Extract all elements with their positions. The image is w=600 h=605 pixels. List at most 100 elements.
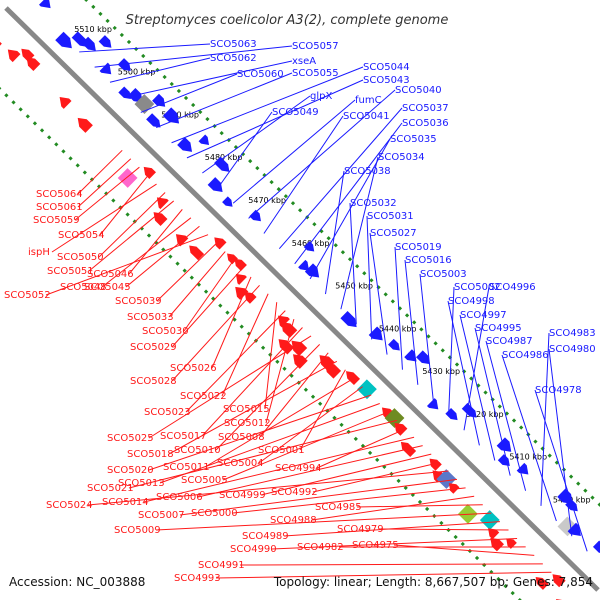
tick-label: 5440 kbp	[379, 324, 417, 333]
reverse-gene-label: SCO5064	[36, 189, 83, 200]
reverse-gene-label: SCO5025	[107, 433, 154, 444]
forward-gene-label: SCO5019	[395, 242, 442, 253]
forward-gene-label: SCO4980	[549, 344, 596, 355]
reverse-gene-label: SCO5029	[130, 342, 177, 353]
forward-gene-arrow	[99, 35, 112, 48]
forward-gene-label: SCO5060	[237, 69, 284, 80]
forward-gene-arrow	[55, 32, 72, 49]
forward-gene-label: SCO5035	[390, 134, 437, 145]
reverse-gene-arrow	[154, 212, 168, 226]
reverse-gene-label: SCO5009	[114, 525, 161, 536]
reverse-gene-label: SCO4990	[230, 544, 277, 555]
reverse-gene-label: SCO5046	[87, 269, 134, 280]
forward-leader-line	[420, 274, 433, 400]
forward-gene-label: SCO4995	[475, 323, 522, 334]
forward-leader-line	[79, 44, 210, 52]
reverse-gene-label: SCO4988	[270, 515, 317, 526]
tick-label: 5430 kbp	[422, 367, 460, 376]
forward-gene-label: SCO4983	[549, 328, 596, 339]
forward-gene-arrow	[222, 196, 232, 206]
reverse-leader-line	[317, 429, 405, 468]
forward-gene-label: SCO5016	[405, 255, 452, 266]
reverse-gene-label: SCO5061	[36, 202, 83, 213]
forward-leader-line	[141, 74, 237, 112]
reverse-gene-label: SCO5052	[4, 290, 51, 301]
reverse-gene-label: SCO5020	[107, 465, 154, 476]
reverse-leader-line	[212, 277, 251, 368]
reverse-leader-line	[222, 294, 268, 396]
reverse-gene-label: SCO5000	[191, 508, 238, 519]
tick-label: 5410 kbp	[509, 453, 547, 462]
reverse-gene-label: SCO5030	[142, 326, 189, 337]
forward-gene-label: SCO4998	[448, 296, 495, 307]
forward-leader-line	[502, 355, 556, 521]
forward-gene-label: xseA	[292, 56, 316, 67]
forward-leader-line	[295, 123, 402, 264]
forward-gene-arrow	[100, 63, 112, 75]
reverse-leader-line	[126, 226, 199, 287]
reverse-gene-arrow	[144, 167, 156, 179]
reverse-gene-label: SCO5045	[84, 282, 131, 293]
reverse-gene-arrow	[27, 57, 41, 71]
reverse-gene-label: SCO5024	[46, 500, 93, 511]
forward-gene-label: SCO5057	[292, 41, 339, 52]
reverse-gene-label: SCO4989	[242, 531, 289, 542]
reverse-gene-label: SCO5033	[127, 312, 174, 323]
reverse-gene-arrow	[0, 39, 2, 50]
forward-gene-label: SCO5003	[420, 269, 467, 280]
topology-text: Topology: linear; Length: 8,667,507 bp; …	[273, 575, 593, 589]
forward-gene-label: SCO4978	[535, 385, 582, 396]
reverse-gene-label: SCO4999	[219, 490, 266, 501]
reverse-gene-label: SCO5039	[115, 296, 162, 307]
reverse-leader-line	[300, 370, 345, 450]
reverse-gene-label: SCO5012	[224, 418, 271, 429]
reverse-gene-label: SCO5018	[127, 449, 174, 460]
reverse-gene-label: SCO5010	[174, 445, 221, 456]
forward-gene-arrow	[146, 113, 160, 127]
tick-label: 5470 kbp	[248, 196, 286, 205]
reverse-gene-label: SCO5005	[181, 475, 228, 486]
reverse-leader-line	[75, 167, 139, 220]
reverse-gene-arrow	[236, 274, 247, 285]
reverse-gene-label: SCO5028	[130, 376, 177, 387]
reverse-gene-label: SCO5017	[160, 431, 207, 442]
forward-leader-line	[350, 203, 356, 324]
forward-gene-arrow	[445, 408, 457, 420]
forward-gene-label: SCO5055	[292, 68, 339, 79]
forward-gene-label: SCO5032	[350, 198, 397, 209]
forward-gene-label: SCO4986	[502, 350, 549, 361]
reverse-gene-label: SCO4992	[271, 487, 318, 498]
reverse-gene-label: ispH	[28, 247, 50, 258]
forward-gene-label: SCO5049	[272, 107, 319, 118]
forward-gene-arrow	[462, 403, 477, 418]
reverse-gene-arrow	[78, 118, 93, 133]
reverse-leader-line	[357, 505, 483, 507]
reverse-leader-line	[265, 302, 277, 409]
reverse-gene-label: SCO5054	[58, 230, 105, 241]
forward-gene-label: SCO5036	[402, 118, 449, 129]
reverse-gene-label: SCO4991	[198, 560, 245, 571]
accession-text: Accession: NC_003888	[9, 575, 145, 589]
forward-gene-label: SCO5041	[343, 111, 390, 122]
reverse-gene-label: SCO4979	[337, 524, 384, 535]
reverse-gene-label: SCO5022	[180, 391, 227, 402]
forward-gene-arrow	[388, 339, 400, 351]
reverse-leader-line	[240, 564, 543, 565]
reverse-gene-label: SCO4993	[174, 573, 221, 584]
forward-gene-arrow	[39, 0, 51, 8]
reverse-gene-label: SCO5059	[33, 215, 80, 226]
reverse-gene-arrow	[346, 371, 360, 385]
reverse-gene-label: SCO5011	[163, 462, 210, 473]
reverse-gene-label: SCO5050	[57, 252, 104, 263]
forward-gene-label: fumC	[355, 95, 382, 106]
reverse-gene-label: SCO4975	[352, 540, 399, 551]
reverse-gene-label: SCO4985	[315, 502, 362, 513]
forward-gene-label: glpX	[310, 91, 332, 102]
reverse-gene-arrow	[293, 354, 308, 369]
reverse-gene-label: SCO5014	[102, 497, 149, 508]
forward-gene-label: SCO4997	[460, 310, 507, 321]
forward-gene-arrow	[199, 135, 209, 145]
reverse-gene-arrow	[245, 292, 257, 304]
